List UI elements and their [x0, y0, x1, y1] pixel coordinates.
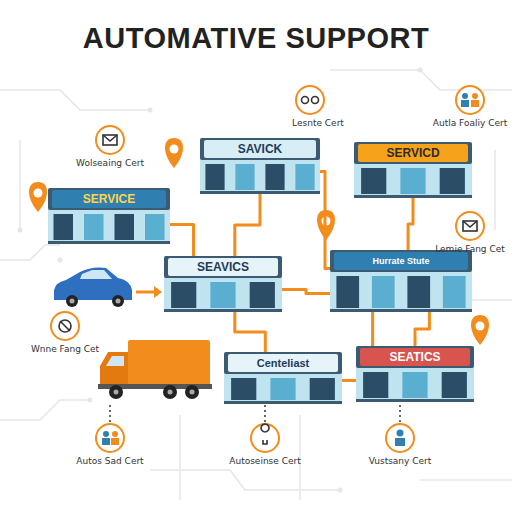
shop-sign: Centeliast [228, 354, 338, 372]
service-building: SEAVICS [164, 256, 282, 312]
route-connector [235, 312, 265, 352]
service-building: Hurrate Stute [330, 250, 472, 312]
dotted-leaders [110, 405, 400, 422]
shop-sign: SERVICE [52, 190, 166, 208]
diagram-title: AUTOMATIVE SUPPORT [0, 22, 512, 55]
service-building: SAVICK [200, 138, 320, 194]
service-building: SEATICS [356, 346, 474, 402]
map-pins [29, 138, 489, 345]
route-connector [408, 198, 413, 250]
icon-circles [51, 86, 484, 452]
route-connector [320, 172, 330, 269]
route-connector [282, 290, 330, 294]
route-connector [415, 312, 429, 346]
icon-caption: Wolseaing Cert [72, 158, 148, 169]
car-illustration [54, 268, 162, 308]
icon-caption: Wnne Fang Cet [27, 344, 103, 355]
shop-sign: SAVICK [204, 140, 316, 158]
shop-sign: SEAVICS [168, 258, 278, 276]
service-building: SERVICD [354, 142, 472, 198]
icon-caption: Autos Sad Cert [72, 456, 148, 467]
icon-caption: Autoseinse Cert [227, 456, 303, 467]
icon-caption: Autla Foaliy Cert [432, 118, 508, 129]
icon-glyphs [59, 97, 477, 445]
route-connector [235, 194, 260, 256]
icon-caption: Vustsany Cert [362, 456, 438, 467]
icon-caption: Lemie Fang Cet [432, 244, 508, 255]
route-connector [170, 224, 194, 256]
person-glyphs [102, 93, 479, 446]
icon-caption: Lesnte Cert [280, 118, 356, 129]
truck-illustration [98, 340, 212, 399]
service-building: SERVICE [48, 188, 170, 244]
shop-sign: SEATICS [360, 348, 470, 366]
shop-sign: Hurrate Stute [334, 252, 468, 270]
service-building: Centeliast [224, 352, 342, 404]
circuit-lines [0, 70, 512, 500]
shop-sign: SERVICD [358, 144, 468, 162]
